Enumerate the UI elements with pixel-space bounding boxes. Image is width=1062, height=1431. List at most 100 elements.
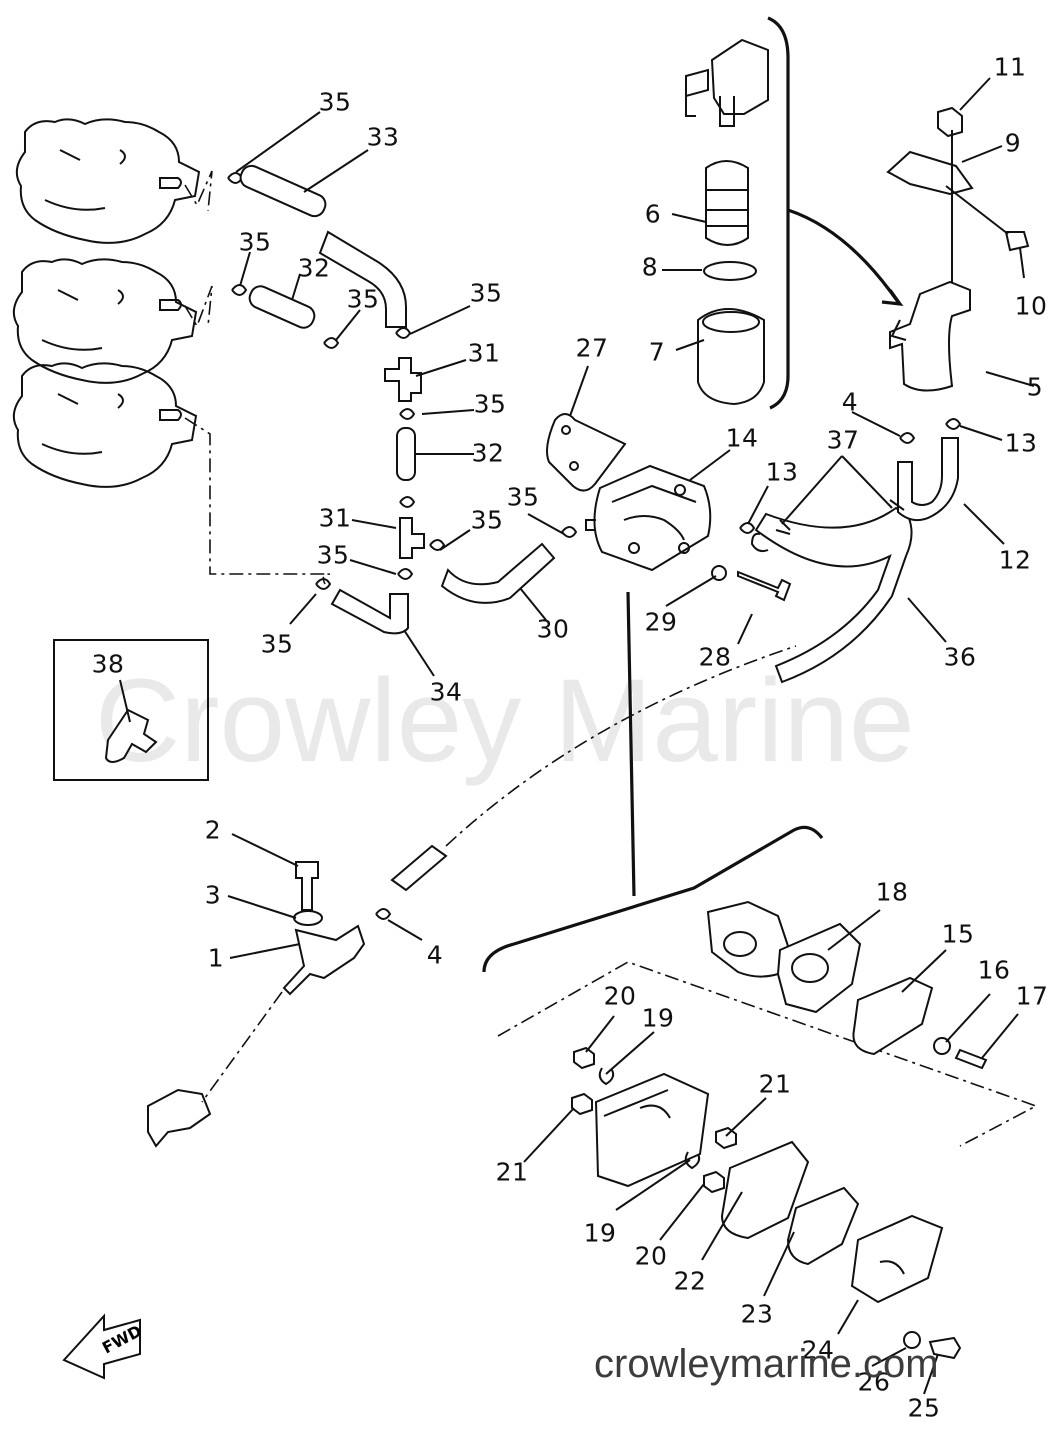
callout: 12 <box>998 545 1032 575</box>
callout: 11 <box>993 52 1027 82</box>
hose-32-upper <box>248 285 316 329</box>
filter-cup-7 <box>697 308 765 406</box>
callout: 2 <box>204 815 222 845</box>
callout: 38 <box>91 649 125 679</box>
gasket-18 <box>776 922 862 1014</box>
callout: 7 <box>648 337 666 367</box>
gasket-upper <box>706 900 790 978</box>
callout: 20 <box>603 981 637 1011</box>
joint-base <box>147 1088 212 1148</box>
callout: 5 <box>1026 372 1044 402</box>
callout: 13 <box>1004 428 1038 458</box>
pump-body <box>594 1072 710 1188</box>
gasket-27 <box>546 413 627 492</box>
callout: 28 <box>698 642 732 672</box>
fwd-arrow: FWD <box>62 1313 145 1380</box>
callout: 35 <box>316 540 350 570</box>
nut-20-upper <box>573 1046 595 1070</box>
hose-33-short <box>239 164 327 218</box>
bolt-2 <box>295 861 319 911</box>
callout: 35 <box>473 389 507 419</box>
screw-25 <box>928 1336 962 1360</box>
callout: 25 <box>907 1393 941 1423</box>
hose-32-lower <box>396 427 416 481</box>
carburetor-upper <box>15 118 213 244</box>
callout: 21 <box>758 1069 792 1099</box>
callout: 37 <box>826 425 860 455</box>
callout: 35 <box>238 227 272 257</box>
callout: 3 <box>204 880 222 910</box>
tee-31-lower <box>399 517 425 559</box>
diaphragm-15 <box>852 976 934 1056</box>
callout: 4 <box>426 940 444 970</box>
filter-assembly-5 <box>889 280 971 392</box>
callout: 1 <box>207 943 225 973</box>
callout: 4 <box>841 387 859 417</box>
callout: 35 <box>346 284 380 314</box>
fuel-pump-14 <box>593 464 712 572</box>
carburetor-middle <box>12 258 213 384</box>
callout: 15 <box>941 919 975 949</box>
callout: 32 <box>471 438 505 468</box>
callout: 27 <box>575 333 609 363</box>
callout: 9 <box>1004 128 1022 158</box>
screw-17 <box>954 1048 988 1070</box>
callout: 35 <box>506 482 540 512</box>
washer-26 <box>903 1331 921 1349</box>
callout: 21 <box>495 1157 529 1187</box>
bracket-line <box>767 16 790 410</box>
callout: 33 <box>366 122 400 152</box>
connector-38 <box>104 708 158 763</box>
callout: 35 <box>469 278 503 308</box>
hose-12 <box>897 437 959 522</box>
tee-31-upper <box>384 357 422 402</box>
watermark-text: Crowley Marine <box>95 655 915 787</box>
callout: 8 <box>641 252 659 282</box>
bolt-10 <box>1004 231 1030 252</box>
carburetor-lower <box>12 362 198 488</box>
callout: 23 <box>740 1299 774 1329</box>
callout: 19 <box>583 1218 617 1248</box>
bracket-lower <box>482 825 824 973</box>
footer-url: crowleymarine.com <box>594 1342 939 1386</box>
callout: 35 <box>470 505 504 535</box>
callout: 10 <box>1014 291 1048 321</box>
callout: 31 <box>467 338 501 368</box>
filter-element-6 <box>705 160 749 246</box>
pump-cover-24 <box>850 1214 944 1304</box>
callout: 18 <box>875 877 909 907</box>
callout: 35 <box>318 87 352 117</box>
callout: 16 <box>977 955 1011 985</box>
gasket-22 <box>720 1140 810 1240</box>
bracket-9 <box>886 150 974 196</box>
nut-21-right <box>715 1126 737 1150</box>
hose-4-connector <box>390 844 448 892</box>
diaphragm-23 <box>786 1186 860 1266</box>
callout: 17 <box>1015 981 1049 1011</box>
callout: 32 <box>297 253 331 283</box>
callout: 31 <box>318 503 352 533</box>
callout: 29 <box>644 607 678 637</box>
callout: 36 <box>943 642 977 672</box>
leader-lines <box>119 77 1035 1395</box>
callout: 34 <box>429 677 463 707</box>
callout: 30 <box>536 614 570 644</box>
callout: 26 <box>857 1367 891 1397</box>
nut-21-left <box>571 1092 593 1116</box>
hose-30 <box>440 542 556 604</box>
callout: 14 <box>725 423 759 453</box>
nut-11 <box>937 106 963 138</box>
filter-housing <box>685 38 769 127</box>
callout: 24 <box>801 1335 835 1365</box>
washer-3 <box>293 910 323 926</box>
callout: 6 <box>644 199 662 229</box>
hose-36 <box>754 506 913 684</box>
hose-33-bend <box>318 230 407 328</box>
callout: 13 <box>765 457 799 487</box>
callout: 19 <box>641 1003 675 1033</box>
hose-34 <box>330 588 409 635</box>
o-ring-8 <box>703 261 757 281</box>
nut-20-lower <box>703 1170 725 1194</box>
